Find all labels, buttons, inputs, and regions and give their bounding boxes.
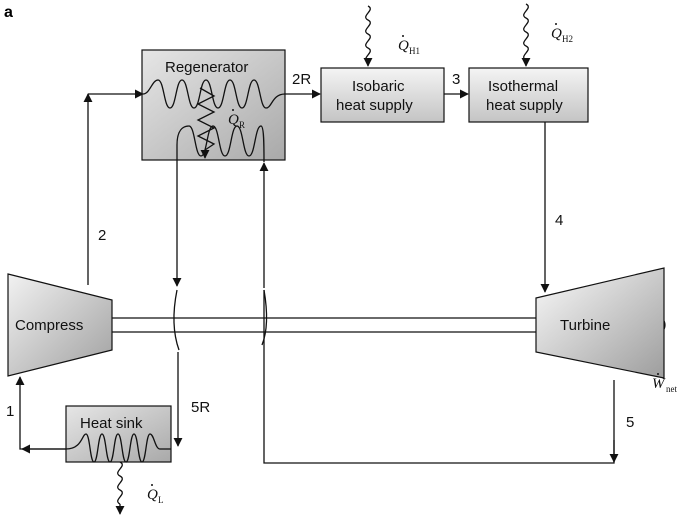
heat-sink-label: Heat sink — [80, 415, 143, 432]
state-label-2R: 2R — [292, 71, 311, 88]
regenerator-cold-coil — [176, 125, 265, 163]
state-label-4: 4 — [555, 212, 563, 229]
compressor-label: Compress — [15, 317, 83, 334]
heat-sink-coil — [65, 433, 161, 463]
svg-text:H2: H2 — [562, 34, 573, 44]
state-label-1: 1 — [6, 403, 14, 420]
svg-text:net: net — [666, 384, 677, 394]
svg-text:H1: H1 — [409, 46, 420, 56]
panel-label: a — [4, 4, 13, 21]
isothermal-label-line1: Isothermal — [488, 78, 558, 95]
isobaric-label-line2: heat supply — [336, 97, 413, 114]
regenerator-box — [141, 49, 286, 161]
qh2-heat-input-wave — [523, 3, 529, 61]
svg-text:Q: Q — [228, 112, 239, 128]
state-label-5: 5 — [626, 414, 634, 431]
qh1-heat-input-wave — [365, 5, 371, 63]
svg-text:R: R — [239, 120, 245, 130]
state-label-3: 3 — [452, 71, 460, 88]
qr-label: Q R — [228, 109, 245, 130]
qh2-label: Q H2 — [551, 23, 573, 44]
svg-text:Q: Q — [147, 487, 158, 503]
flow-line-5-crossing — [261, 289, 268, 346]
flow-line-1 — [15, 376, 66, 450]
flow-line-5 — [263, 290, 615, 464]
turbine-shape — [535, 267, 665, 379]
regenerator-label: Regenerator — [165, 59, 248, 76]
turbine-label: Turbine — [560, 317, 610, 334]
state-label-2: 2 — [98, 227, 106, 244]
compressor-shape — [7, 273, 113, 377]
wnet-label: W net — [652, 373, 677, 394]
svg-text:Q: Q — [398, 38, 409, 54]
svg-text:W: W — [652, 376, 666, 392]
regenerator-hot-coil — [142, 79, 286, 109]
isobaric-label-line1: Isobaric — [352, 78, 405, 95]
state-label-5R: 5R — [191, 399, 210, 416]
isobaric-heat-supply-box — [320, 67, 445, 123]
ql-heat-output-wave — [117, 461, 123, 505]
svg-text:L: L — [158, 495, 164, 505]
ql-label: Q L — [147, 484, 164, 505]
isothermal-heat-supply-box — [468, 67, 589, 123]
regenerator-heat-transfer-wave — [196, 87, 216, 151]
flow-line-5R-crossing — [173, 289, 180, 351]
qh1-label: Q H1 — [398, 35, 420, 56]
svg-text:Q: Q — [551, 26, 562, 42]
isothermal-label-line2: heat supply — [486, 97, 563, 114]
